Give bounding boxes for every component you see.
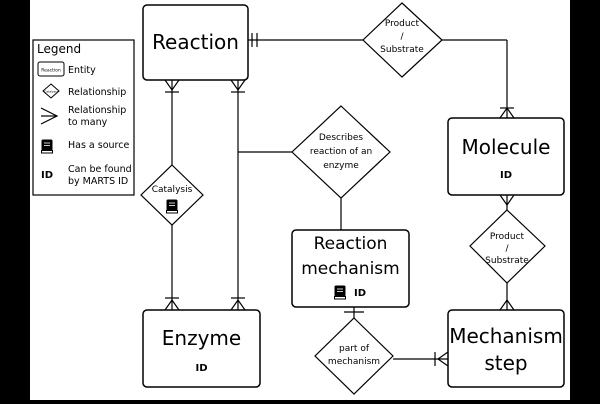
entity-reaction-mechanism-box (291, 229, 410, 308)
relationship-product-substrate-top-line3: Substrate (380, 45, 424, 55)
entity-reaction-mechanism-line1: Reaction (314, 234, 388, 254)
relationship-product-substrate-top: Product / Substrate (362, 2, 443, 78)
book-icon (41, 139, 53, 154)
entity-molecule-id: ID (500, 170, 512, 181)
entity-enzyme-label: Enzyme (162, 326, 241, 350)
crowfoot-reaction-right (230, 79, 246, 92)
entity-enzyme: Enzyme ID (142, 309, 261, 388)
entity-molecule-box (447, 117, 565, 196)
entity-molecule: Molecule ID (447, 117, 565, 196)
relationship-catalysis-diamond (140, 164, 204, 226)
entity-reaction-box (142, 4, 249, 81)
crowfoot-reaction-left (164, 79, 180, 92)
er-diagram: Legend Reaction Entity Catalysis Relatio… (30, 0, 570, 400)
diagram-svg: Legend Reaction Entity Catalysis Relatio… (32, 2, 565, 395)
legend-title: Legend (37, 42, 81, 56)
relationship-describes-line1: Describes (319, 133, 364, 143)
legend-source-label: Has a source (68, 140, 129, 151)
entity-enzyme-box (142, 309, 261, 388)
relationship-catalysis: Catalysis (140, 164, 204, 226)
relationship-product-substrate-top-diamond (362, 2, 443, 78)
relationship-product-substrate-right-line1: Product (490, 232, 525, 242)
legend-id-line1: Can be found (68, 164, 132, 175)
connectors (164, 33, 515, 367)
legend-id-line2: by MARTS ID (68, 176, 128, 187)
relationship-product-substrate-right-line3: Substrate (485, 256, 529, 266)
relationship-describes-line2: reaction of an (310, 147, 372, 157)
entity-enzyme-id: ID (195, 363, 207, 374)
legend-relationship-diamond (42, 83, 60, 99)
relationship-describes-diamond (291, 105, 391, 199)
entity-mechanism-step-line2: step (484, 351, 527, 375)
relationship-describes: Describes reaction of an enzyme (291, 105, 391, 199)
legend-many-line2: to many (68, 117, 108, 128)
relationship-product-substrate-right-diamond (469, 209, 546, 284)
relationship-part-of: part of mechanism (314, 317, 394, 395)
relationship-catalysis-label: Catalysis (152, 185, 193, 195)
relationship-product-substrate-top-line1: Product (385, 19, 420, 29)
entity-reaction-mechanism: Reaction mechanism ID (291, 229, 410, 308)
entity-mechanism-step: Mechanism step (447, 309, 565, 388)
entity-molecule-label: Molecule (462, 135, 551, 159)
crowfoot-enzyme-right (230, 298, 246, 311)
entity-reaction-mechanism-id: ID (354, 288, 366, 299)
crowfoot-step-top (499, 298, 515, 311)
entity-reaction-label: Reaction (152, 30, 239, 54)
crowfoot-molecule-bottom (499, 194, 515, 207)
legend-entity-sample-box (37, 61, 65, 77)
legend-entity-label: Entity (68, 65, 96, 76)
relationship-product-substrate-right: Product / Substrate (469, 209, 546, 284)
relationship-product-substrate-top-line2: / (400, 32, 404, 42)
legend-many-line1: Relationship (68, 105, 126, 116)
legend-entity-sample: Reaction (41, 68, 61, 74)
book-icon (334, 285, 346, 300)
book-icon (166, 199, 178, 214)
crowfoot-step-left (436, 351, 449, 367)
relationship-part-of-line2: mechanism (328, 357, 380, 367)
entity-mechanism-step-box (447, 309, 565, 388)
entity-reaction: Reaction (142, 4, 249, 81)
crowfoot-enzyme-left (164, 298, 180, 311)
legend-relationship-label: Relationship (68, 87, 126, 98)
entity-reaction-mechanism-line2: mechanism (301, 259, 399, 279)
legend-relationship-sample: Catalysis (44, 90, 58, 94)
relationship-part-of-line1: part of (339, 344, 370, 354)
relationship-part-of-diamond (314, 317, 394, 395)
entity-mechanism-step-line1: Mechanism (449, 324, 563, 348)
relationship-product-substrate-right-line2: / (505, 244, 509, 254)
legend: Legend Reaction Entity Catalysis Relatio… (32, 39, 135, 196)
relationship-describes-line3: enzyme (323, 161, 359, 171)
legend-id-mark: ID (41, 170, 53, 181)
